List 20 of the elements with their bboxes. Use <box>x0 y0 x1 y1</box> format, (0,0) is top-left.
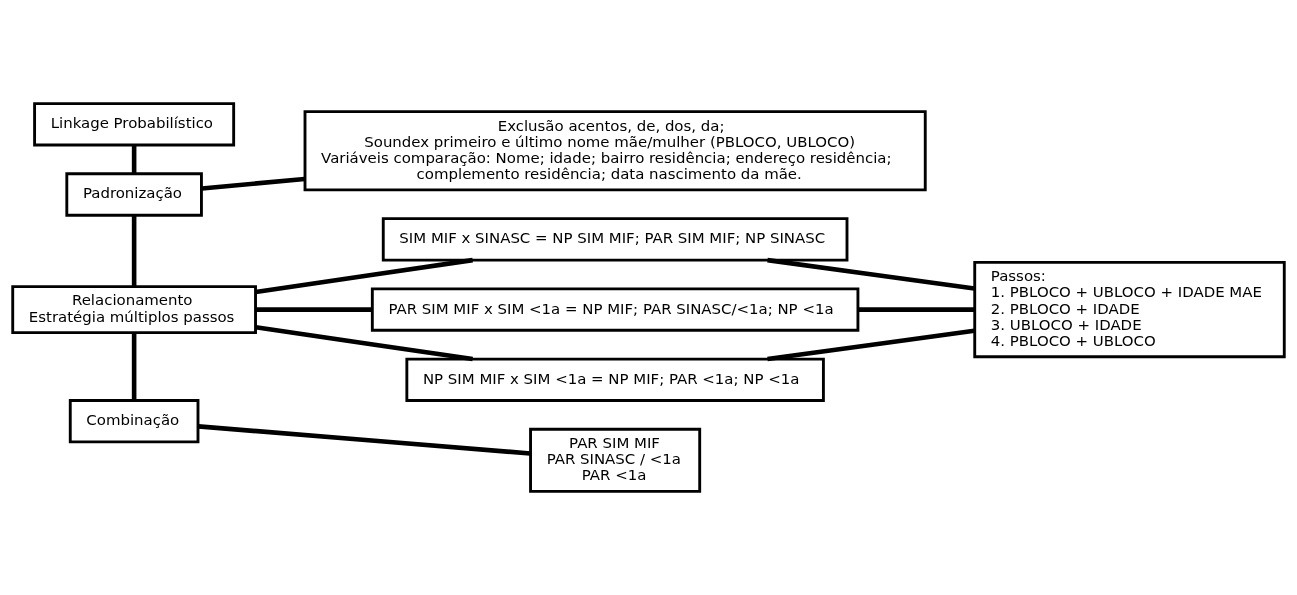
node-box: PAR SIM MIF x SIM <1a = NP MIF; PAR SINASC/<1a; NP <1a <box>370 287 860 332</box>
connector <box>767 328 975 362</box>
connector <box>858 307 975 312</box>
node-box: Relacionamento Estratégia múltiplos passos <box>11 285 257 335</box>
node-box: Passos: 1. PBLOCO + UBLOCO + IDADE MAE 2. PBLOCO + IDADE 3. UBLOCO + IDADE 4. PBLOCO + UBLOCO <box>973 260 1286 359</box>
connector <box>255 324 473 362</box>
node-box: NP SIM MIF x SIM <1a = NP MIF; PAR <1a; NP <1a <box>405 357 825 402</box>
node-box: Linkage Probabilístico <box>33 102 236 147</box>
node-box: Exclusão acentos, de, dos, da; Soundex primeiro e último nome mãe/mulher (PBLOCO, UBLOCO) Variáveis comparação: Nome; idade; bairro residência; endereço residência; complemento residência; data nascimento da mãe. <box>303 110 927 192</box>
node-box: PAR SIM MIF PAR SINASC / <1a PAR <1a <box>529 427 702 493</box>
connector <box>131 332 137 401</box>
connector <box>131 145 137 174</box>
node-box: Padronização <box>65 172 203 217</box>
node-box: SIM MIF x SINASC = NP SIM MIF; PAR SIM MIF; NP SINASC <box>381 217 849 262</box>
node-box: Combinação <box>68 399 200 444</box>
connector <box>255 307 373 312</box>
connector <box>198 424 531 456</box>
connector <box>201 176 305 191</box>
connector <box>131 215 137 287</box>
connector <box>767 257 975 291</box>
